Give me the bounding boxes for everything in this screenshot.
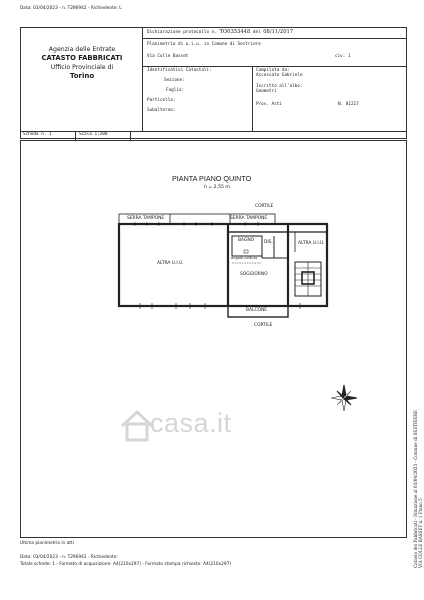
declaration-number: TO0353448: [219, 29, 251, 35]
header-divider: [20, 131, 407, 132]
soggiorno-label: SOGGIORNO: [240, 272, 268, 277]
scala-label: Scala: [79, 132, 92, 137]
outer-wall: [117, 222, 329, 308]
civ-row: civ. 1: [335, 54, 351, 60]
iscritto-label: Iscritto all'albo:: [256, 84, 303, 89]
declaration-label: Dichiarazione protocollo n.: [147, 30, 217, 35]
serra-right-label: SERRA TAMPONE: [230, 216, 268, 221]
ident-title: Identificativi Catastali:: [147, 68, 212, 73]
foglio-label: Foglio:: [166, 88, 185, 93]
north-arrow-icon: [330, 384, 358, 412]
bottom-window-ticks: [139, 303, 301, 309]
stair-steps: [295, 262, 321, 296]
office-label: Ufficio Provinciale di: [50, 63, 114, 71]
agency-block: Agenzia delle Entrate CATASTO FABBRICATI…: [22, 46, 142, 81]
bagno-label: BAGNO: [238, 238, 255, 243]
scheda-label: Scheda n.: [23, 132, 47, 137]
vertical-note-line2: VIA COLLE BASSET n. 1 Piano 5: [418, 498, 424, 568]
serra-strip: [118, 213, 276, 225]
header-divider: [252, 66, 253, 131]
office-city: Torino: [69, 71, 95, 80]
prov-label: Prov.: [256, 102, 269, 107]
declaration-date: 08/11/2017: [263, 29, 294, 35]
cortile-bottom-label: CORTILE: [254, 323, 273, 328]
header-divider: [75, 131, 76, 140]
n-value: 01217: [345, 102, 359, 107]
compilata-value: Accossato Gabriele: [256, 73, 303, 78]
top-window-ticks: [134, 222, 259, 226]
agency-name: Agenzia delle Entrate: [48, 46, 116, 53]
plan-title: PIANTA PIANO QUINTO: [172, 174, 252, 183]
vertical-note: Catasto dei Fabbricati - Situazione al 0…: [393, 372, 423, 568]
agency-cell: [20, 27, 143, 131]
scala-row: Scala 1:200: [79, 132, 108, 138]
particella-label: Particella:: [147, 98, 176, 103]
planimetry-text: Planimetria di u.i.u. in Comune di Sestr…: [147, 42, 261, 47]
declaration-row: Dichiarazione protocollo n. TO0353448 de…: [147, 29, 294, 36]
header-divider: [143, 66, 407, 67]
watermark-logo-icon: [120, 409, 154, 442]
subalterno-label: Subalterno:: [147, 108, 176, 113]
compilata-label: Compilata da:: [256, 68, 290, 73]
declaration-date-label: del: [252, 30, 261, 35]
scheda-value: 1: [48, 132, 52, 137]
n-row: N. 01217: [338, 102, 359, 108]
balcone-label: BALCONE: [246, 308, 268, 313]
altra-right-label: ALTRA U.I.U.: [298, 241, 325, 246]
unit-outline: [227, 231, 289, 307]
bottom-line2: Data: 03/04/2023 - n. T296942 - Richiede…: [20, 555, 118, 560]
header-box: [20, 27, 407, 139]
altra-left-label: ALTRA U.I.U.: [157, 261, 184, 266]
angolo-label: angolo cottura: [231, 256, 258, 260]
balcone-outline: [227, 305, 289, 318]
civ-label: civ.: [335, 54, 346, 59]
catasto-label: CATASTO FABBRICATI: [41, 54, 123, 63]
header-divider: [130, 131, 131, 140]
top-note: Data: 03/04/2023 - n. T296942 - Richiede…: [20, 6, 122, 11]
sezione-label: Sezione:: [164, 78, 185, 83]
iscritto-value: Geometri: [256, 89, 277, 94]
serra-left-label: SERRA TAMPONE: [127, 216, 165, 221]
plan-frame: [20, 140, 407, 538]
watermark: casa.it: [150, 408, 232, 438]
height-note: h = 2,55 m.: [204, 185, 232, 190]
header-divider: [143, 38, 407, 39]
prov-value: Asti: [271, 102, 282, 107]
civ-value: 1: [347, 54, 351, 59]
address: Via Colle Basset: [147, 54, 189, 59]
bottom-line3: Totale schede: 1 - Formato di acquisizio…: [20, 562, 232, 567]
cortile-top-label: CORTILE: [255, 204, 274, 209]
dis-label: DIS.: [264, 240, 273, 245]
ultima-note: Ultima planimetria in atti: [20, 541, 74, 546]
scala-value: 1:200: [94, 132, 108, 137]
n-label: N.: [338, 102, 344, 107]
scheda-row: Scheda n. 1: [23, 132, 52, 138]
prov-row: Prov. Asti: [256, 102, 282, 108]
